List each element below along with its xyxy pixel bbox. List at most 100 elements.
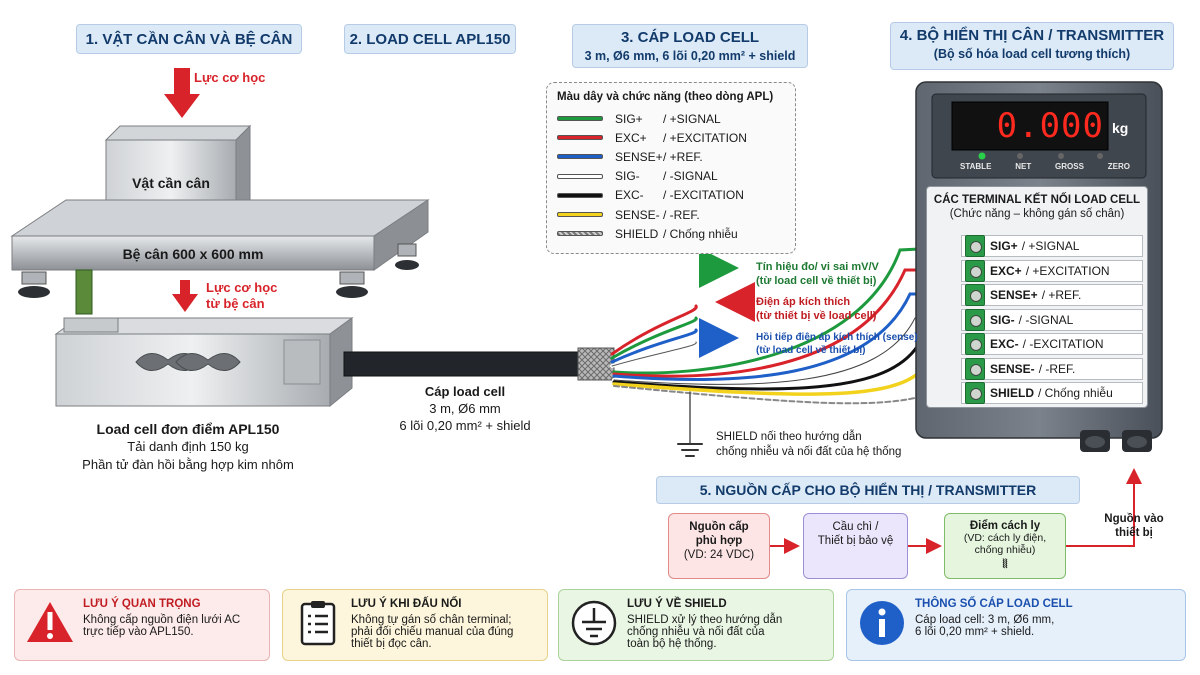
note-wiring-l3: thiết bị đọc cân. [351,638,432,650]
note-cable-title: THÔNG SỐ CÁP LOAD CELL [915,598,1073,610]
terminal-name: SENSE- [990,361,1035,376]
wire-color-swatch [557,192,603,198]
signal-green-l1: Tín hiệu đo/ vi sai mV/V [756,261,879,273]
signal-direction-arrows [699,248,755,358]
display-readout: 0.000 [952,103,1108,149]
loadcell-line1: Tải danh định 150 kg [127,439,249,454]
legend-wire-func: / -REF. [663,207,700,222]
isolation-box: Điểm cách ly (VD: cách ly điện, chống nh… [944,513,1066,579]
force-label-platform: Lực cơ học từ bệ cân [206,280,277,312]
loadcell-line2: Phần tử đàn hồi bằng hợp kim nhôm [82,457,294,472]
signal-label-red: Điện áp kích thích (từ thiết bị về load … [756,295,876,323]
force-label-platform-l2: từ bệ cân [206,296,265,311]
load-cell-cable [343,347,615,381]
iso-l3: chống nhiễu) [974,544,1036,556]
note-cable-l1: Cáp load cell: 3 m, Ø6 mm, [915,614,1055,626]
note-wiring: LƯU Ý KHI ĐẤU NỐI Không tự gán số chân t… [282,589,548,661]
terminal-func: / -SIGNAL [1018,312,1074,327]
note-cable-l2: 6 lõi 0,20 mm² + shield. [915,626,1035,638]
cable-line1: 3 m, Ø6 mm [429,401,501,416]
section-5-title: 5. NGUỒN CẤP CHO BỘ HIỂN THỊ / TRANSMITT… [699,482,1037,498]
fuse-box: Cầu chì / Thiết bị bảo vệ [803,513,908,579]
shield-ground-note: SHIELD nối theo hướng dẫn chống nhiễu và… [716,430,901,460]
force-label-platform-l1: Lực cơ học [206,280,278,295]
legend-row: SENSE-/ -REF. [557,205,785,224]
display-indicators: STABLE NET GROSS ZERO [960,162,1130,171]
signal-green-l2: (từ load cell về thiết bị) [756,275,877,287]
note-wiring-l1: Không tự gán số chân terminal; [351,614,512,626]
note-important-l2: trực tiếp vào APL150. [83,626,194,638]
note-cable-spec: THÔNG SỐ CÁP LOAD CELL Cáp load cell: 3 … [846,589,1186,661]
info-icon [860,601,904,645]
indicator-gross: GROSS [1055,162,1084,171]
terminal-row: SIG+/ +SIGNAL [961,235,1143,257]
legend-wire-name: SENSE+ [615,149,663,164]
terminal-screw-icon [965,357,985,380]
terminal-name: EXC- [990,337,1019,351]
legend-wire-name: SENSE- [615,207,660,222]
section-3-header: 3. CÁP LOAD CELL 3 m, Ø6 mm, 6 lõi 0,20 … [572,24,808,68]
legend-wire-name: EXC- [615,188,644,203]
wire-bundle [610,236,960,457]
section-3-title: 3. CÁP LOAD CELL [620,29,760,46]
terminal-screw-icon [965,382,985,404]
terminal-panel: CÁC TERMINAL KẾT NỐI LOAD CELL (Chức năn… [926,186,1148,408]
isolation-symbol-icon: ⦚⦚ [1002,557,1008,571]
terminal-func: / -EXCITATION [1022,337,1104,351]
display-value: 0.000 [996,106,1104,146]
fuse-l2: Thiết bị bảo vệ [817,535,894,547]
section-4-title: 4. BỘ HIỂN THỊ CÂN / TRANSMITTER [899,27,1165,44]
platform [10,199,430,315]
terminal-func: / +SIGNAL [1021,239,1080,253]
legend-row: SHIELD/ Chống nhiễu [557,224,785,243]
load-cell-body [54,317,354,408]
note-shield-title: LƯU Ý VỀ SHIELD [627,598,727,610]
section-4-subtitle: (Bộ số hóa load cell tương thích) [933,47,1131,61]
note-important-l1: Không cấp nguồn điện lưới AC [83,614,241,626]
cable-line2: 6 lõi 0,20 mm² + shield [399,418,531,433]
indicator-stable: STABLE [960,162,992,171]
section-3-subtitle: 3 m, Ø6 mm, 6 lõi 0,20 mm² + shield [584,49,796,63]
legend-wire-name: SIG- [615,169,640,184]
terminal-name: SIG+ [990,239,1018,253]
terminal-row: EXC+/ +EXCITATION [961,259,1143,282]
clipboard-icon [300,601,336,646]
terminal-row: SIG-/ -SIGNAL [961,308,1143,331]
legend-wire-func: / -EXCITATION [663,188,744,203]
ground-icon [571,600,617,646]
note-shield-l3: toàn bộ hệ thống. [627,638,717,650]
legend-wire-func: / +SIGNAL [663,111,721,126]
cable-title: Cáp load cell [424,384,506,399]
legend-wire-name: SHIELD [615,226,659,241]
wire-color-legend: Màu dây và chức năng (theo dòng APL) SIG… [546,82,796,254]
legend-wire-name: EXC+ [615,130,647,145]
terminal-subtitle: (Chức năng – không gán số chân) [949,208,1125,220]
legend-title: Màu dây và chức năng (theo dòng APL) [557,91,774,103]
iso-l1: Điểm cách ly [969,520,1041,532]
terminal-screw-icon [965,308,985,331]
signal-blue-l1: Hồi tiếp điện áp kích thích (sense) [756,332,918,343]
terminal-func: / +EXCITATION [1025,263,1110,278]
power-source-box: Nguồn cấp phù hợp (VD: 24 VDC) [668,513,770,579]
signal-red-l2: (từ thiết bị về load cell) [756,310,877,322]
terminal-name: EXC+ [990,263,1022,278]
wire-color-swatch [557,173,603,179]
terminal-screw-icon [965,284,985,306]
terminal-func: / -REF. [1038,361,1076,376]
power-src-l1: Nguồn cấp [689,521,749,533]
section-2-title: 2. LOAD CELL APL150 [349,31,511,48]
terminal-row: SENSE+/ +REF. [961,284,1143,306]
terminal-row: SENSE-/ -REF. [961,357,1143,380]
note-wiring-title: LƯU Ý KHI ĐẤU NỐI [351,598,462,610]
power-src-l2: phù hợp [695,535,743,547]
note-wiring-l2: phải đối chiếu manual của đúng [351,626,514,638]
section-4-header: 4. BỘ HIỂN THỊ CÂN / TRANSMITTER (Bộ số … [890,22,1174,70]
legend-wire-func: / +EXCITATION [663,130,747,145]
terminal-func: / +REF. [1041,288,1082,302]
section-5-header: 5. NGUỒN CẤP CHO BỘ HIỂN THỊ / TRANSMITT… [656,476,1080,504]
legend-wire-func: / -SIGNAL [663,169,718,184]
legend-row: EXC+ / +EXCITATION [557,128,785,147]
force-label-top: Lực cơ học [194,70,266,85]
force-arrow-top [164,68,200,118]
